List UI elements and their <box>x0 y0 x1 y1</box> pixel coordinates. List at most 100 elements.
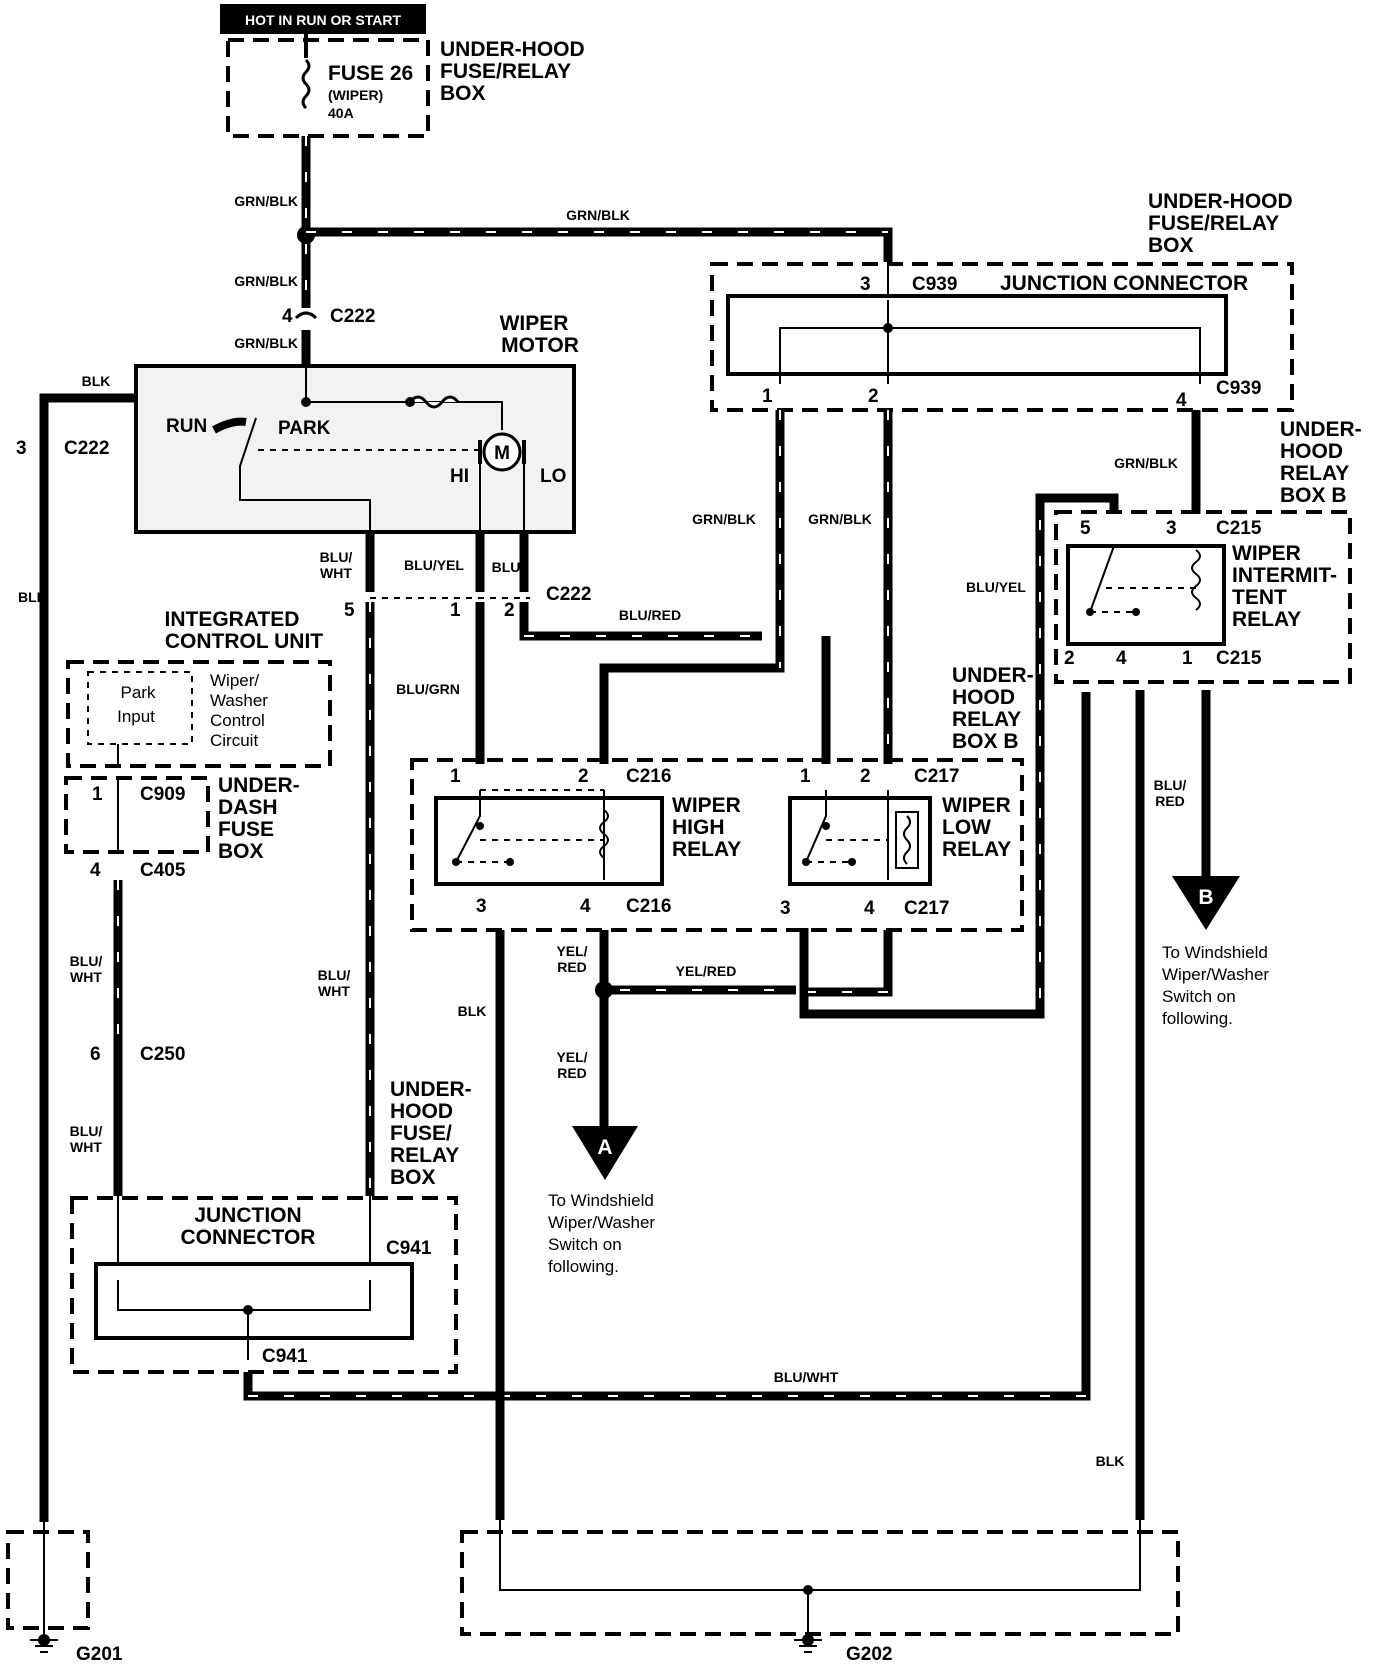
svg-text:WIPER: WIPER <box>672 794 741 817</box>
hot-label: HOT IN RUN OR START <box>245 12 402 28</box>
svg-text:BLU: BLU <box>492 559 521 575</box>
svg-text:Switch on: Switch on <box>1162 987 1236 1006</box>
svg-text:RUN: RUN <box>166 416 207 437</box>
svg-text:A: A <box>597 1136 612 1159</box>
svg-text:2: 2 <box>868 386 879 407</box>
svg-text:BOX B: BOX B <box>952 730 1019 753</box>
svg-text:BLU/: BLU/ <box>70 953 103 969</box>
svg-text:2: 2 <box>578 766 589 787</box>
svg-text:5: 5 <box>1080 518 1091 539</box>
svg-text:BOX: BOX <box>1148 234 1194 257</box>
fuse-name: FUSE 26 <box>328 62 413 85</box>
svg-text:UNDER-: UNDER- <box>952 664 1034 687</box>
svg-text:GRN/BLK: GRN/BLK <box>566 207 630 223</box>
svg-text:GRN/BLK: GRN/BLK <box>808 511 872 527</box>
svg-text:BLK: BLK <box>18 589 47 605</box>
offpage-b-arrow <box>1172 876 1240 930</box>
svg-text:C222: C222 <box>64 438 109 459</box>
svg-text:MOTOR: MOTOR <box>501 334 579 357</box>
svg-text:C217: C217 <box>914 766 959 787</box>
svg-text:C217: C217 <box>904 898 949 919</box>
svg-text:BLU/: BLU/ <box>318 967 351 983</box>
svg-text:RED: RED <box>557 959 587 975</box>
svg-text:RELAY: RELAY <box>952 708 1021 731</box>
svg-text:C909: C909 <box>140 784 185 805</box>
svg-text:WHT: WHT <box>320 565 352 581</box>
svg-text:To Windshield: To Windshield <box>1162 943 1268 962</box>
svg-text:YEL/: YEL/ <box>556 1049 587 1065</box>
svg-text:BLU/WHT: BLU/WHT <box>774 1369 839 1385</box>
svg-text:GRN/BLK: GRN/BLK <box>234 273 298 289</box>
svg-text:C222: C222 <box>330 306 375 327</box>
svg-text:BLK: BLK <box>82 373 111 389</box>
svg-text:WHT: WHT <box>70 1139 102 1155</box>
svg-text:UNDER-HOOD: UNDER-HOOD <box>1148 190 1293 213</box>
g202-box <box>460 1530 1180 1636</box>
svg-text:Control: Control <box>210 711 265 730</box>
svg-text:WHT: WHT <box>70 969 102 985</box>
svg-text:4: 4 <box>1176 390 1187 411</box>
svg-text:Circuit: Circuit <box>210 731 258 750</box>
svg-text:C941: C941 <box>386 1238 432 1259</box>
svg-text:TENT: TENT <box>1232 586 1287 609</box>
svg-text:CONTROL UNIT: CONTROL UNIT <box>165 630 323 653</box>
svg-text:FUSE/: FUSE/ <box>390 1122 452 1145</box>
svg-text:RED: RED <box>1155 793 1185 809</box>
svg-text:RELAY: RELAY <box>1280 462 1349 485</box>
junction-connector-top <box>710 262 1294 412</box>
svg-text:BLK: BLK <box>1096 1453 1125 1469</box>
svg-text:3: 3 <box>476 896 487 917</box>
svg-text:GRN/BLK: GRN/BLK <box>234 335 298 351</box>
svg-text:INTEGRATED: INTEGRATED <box>165 608 300 631</box>
svg-text:2: 2 <box>504 600 515 621</box>
svg-text:HIGH: HIGH <box>672 816 725 839</box>
svg-text:RELAY: RELAY <box>672 838 741 861</box>
svg-text:BLU/RED: BLU/RED <box>619 607 681 623</box>
svg-text:2: 2 <box>1064 648 1075 669</box>
wiper-high-relay <box>434 796 664 886</box>
svg-text:BOX B: BOX B <box>1280 484 1347 507</box>
svg-text:UNDER-: UNDER- <box>390 1078 472 1101</box>
svg-text:BOX: BOX <box>440 82 486 105</box>
svg-text:RED: RED <box>557 1065 587 1081</box>
svg-text:HOOD: HOOD <box>1280 440 1343 463</box>
svg-text:BOX: BOX <box>218 840 264 863</box>
svg-text:3: 3 <box>16 438 27 459</box>
g201-box <box>6 1530 90 1630</box>
svg-text:1: 1 <box>92 784 103 805</box>
svg-text:WHT: WHT <box>318 983 350 999</box>
svg-text:C215: C215 <box>1216 518 1262 539</box>
svg-text:following.: following. <box>548 1257 619 1276</box>
fuse-rating: 40A <box>328 105 354 121</box>
svg-text:3: 3 <box>860 274 871 295</box>
svg-text:WIPER: WIPER <box>1232 542 1301 565</box>
intermittent-relay-box <box>1054 510 1352 684</box>
svg-text:C939: C939 <box>912 274 957 295</box>
relay-box-b <box>410 758 1024 932</box>
icu-box <box>66 660 332 768</box>
fuse-sub: (WIPER) <box>328 87 383 103</box>
svg-text:Switch on: Switch on <box>548 1235 622 1254</box>
svg-text:C939: C939 <box>1216 378 1261 399</box>
svg-text:4: 4 <box>1116 648 1127 669</box>
svg-text:C216: C216 <box>626 896 671 917</box>
svg-text:G201: G201 <box>76 1644 123 1664</box>
svg-text:C405: C405 <box>140 860 186 881</box>
svg-text:BLU/: BLU/ <box>1154 777 1187 793</box>
svg-text:2: 2 <box>860 766 871 787</box>
svg-text:FUSE/RELAY: FUSE/RELAY <box>440 60 571 83</box>
junction-connector-bottom <box>70 1196 458 1374</box>
svg-text:C250: C250 <box>140 1044 185 1065</box>
svg-text:LOW: LOW <box>942 816 991 839</box>
svg-text:1: 1 <box>450 600 461 621</box>
svg-text:1: 1 <box>800 766 811 787</box>
svg-text:BLU/YEL: BLU/YEL <box>966 579 1026 595</box>
svg-text:PARK: PARK <box>278 418 331 439</box>
svg-text:5: 5 <box>344 600 355 621</box>
svg-text:FUSE/RELAY: FUSE/RELAY <box>1148 212 1279 235</box>
svg-text:UNDER-: UNDER- <box>1280 418 1362 441</box>
svg-text:UNDER-HOOD: UNDER-HOOD <box>440 38 585 61</box>
svg-text:UNDER-: UNDER- <box>218 774 300 797</box>
svg-text:GRN/BLK: GRN/BLK <box>234 193 298 209</box>
svg-text:BLU/YEL: BLU/YEL <box>404 557 464 573</box>
